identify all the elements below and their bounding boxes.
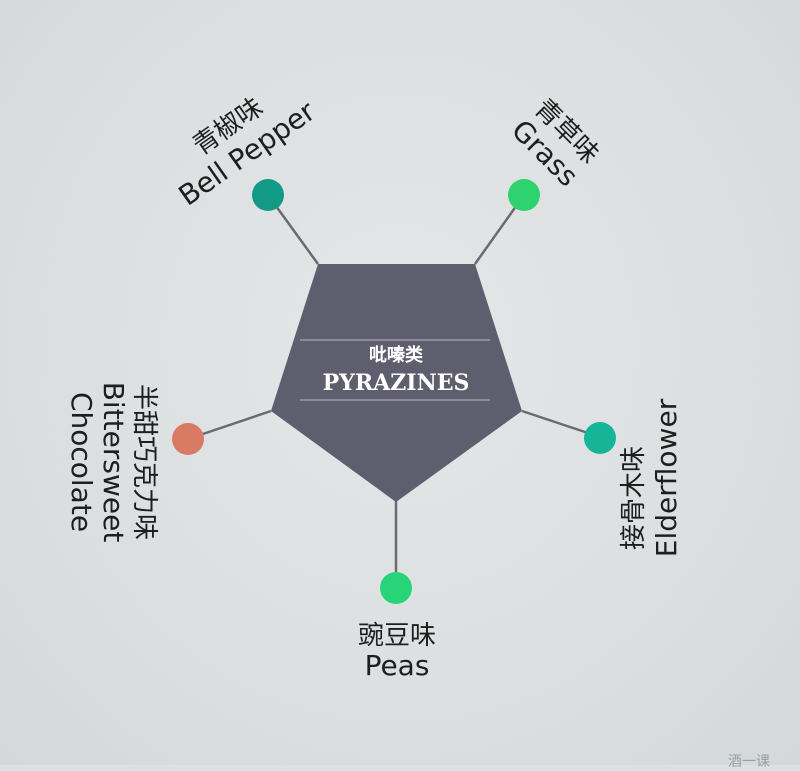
node-dot-bell-pepper xyxy=(252,179,284,211)
label-peas: 豌豆味 Peas xyxy=(358,621,436,682)
node-dot-grass xyxy=(508,179,540,211)
label-elderflower-cn: 接骨木味 xyxy=(619,446,649,550)
label-bittersweet-chocolate-en2: Chocolate xyxy=(65,392,98,532)
label-grass: 青草味 Grass xyxy=(505,93,605,193)
center-label-en: PYRAZINES xyxy=(323,370,470,396)
label-bittersweet-chocolate: 半甜巧克力味 Bittersweet Chocolate xyxy=(65,382,159,543)
watermark: 酒一课 xyxy=(728,754,770,770)
center-label-cn: 吡嗪类 xyxy=(369,344,424,366)
label-bittersweet-chocolate-en: Bittersweet xyxy=(97,382,130,543)
node-dot-elderflower xyxy=(584,422,616,454)
label-elderflower: 接骨木味 Elderflower xyxy=(619,398,683,557)
label-bittersweet-chocolate-cn: 半甜巧克力味 xyxy=(129,384,159,540)
label-peas-cn: 豌豆味 xyxy=(358,621,436,651)
label-bell-pepper: 青椒味 Bell Pepper xyxy=(173,92,322,212)
label-elderflower-en: Elderflower xyxy=(650,398,683,557)
center-pentagon xyxy=(271,264,522,502)
label-peas-en: Peas xyxy=(365,649,430,682)
node-dot-bittersweet-chocolate xyxy=(172,423,204,455)
node-dot-peas xyxy=(380,572,412,604)
